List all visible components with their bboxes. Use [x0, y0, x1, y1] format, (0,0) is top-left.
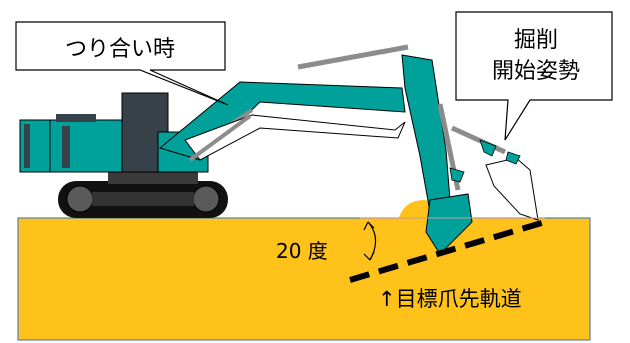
callout-balance-text: つり合い時: [65, 37, 175, 62]
callout-dig-start-line2: 開始姿勢: [492, 59, 580, 84]
trajectory-label: ↑目標爪先軌道: [378, 287, 522, 311]
callout-dig-start: [455, 11, 613, 141]
callout-balance: [15, 21, 229, 106]
target-trajectory-line: [349, 219, 546, 283]
excavator-balance: [19, 92, 228, 218]
bucket: [425, 193, 473, 255]
bucket-outline-dig: [485, 157, 539, 221]
arm: [401, 54, 451, 213]
callout-dig-start-line1: 掘削: [514, 28, 558, 53]
boom-outline-dig: [184, 114, 406, 161]
angle-label: 20 度: [276, 239, 328, 263]
